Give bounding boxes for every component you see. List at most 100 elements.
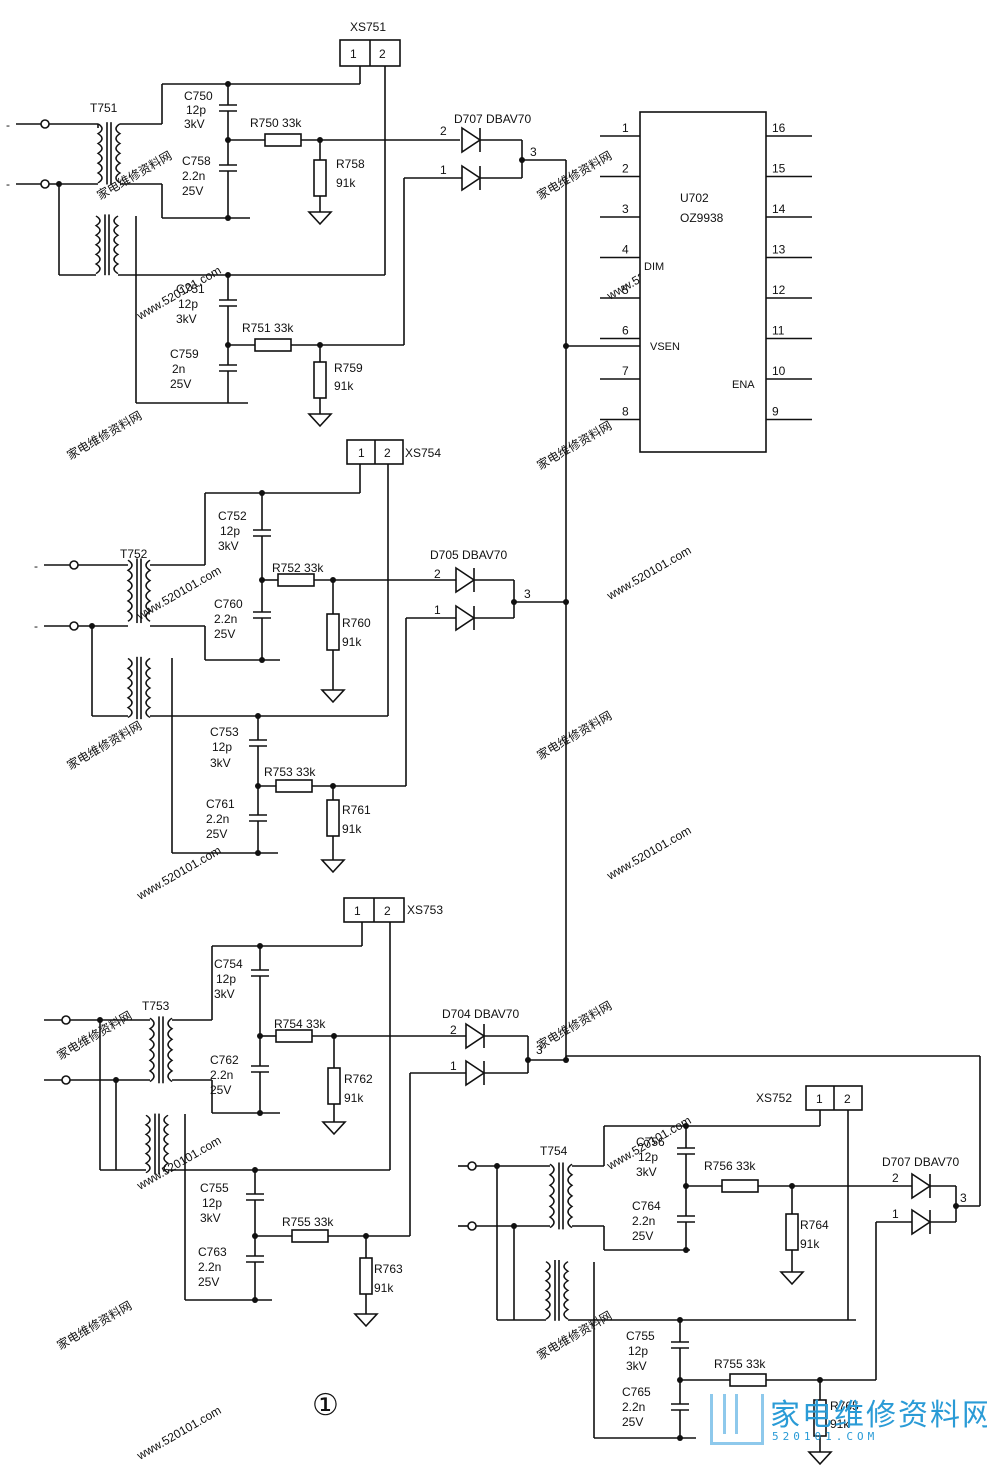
res-r750: R750 33k bbox=[250, 116, 302, 130]
watermark: www.520101.com bbox=[134, 843, 224, 903]
svg-text:2.2n: 2.2n bbox=[632, 1214, 655, 1228]
ic-pin-number: 12 bbox=[772, 283, 786, 297]
watermark: 家电维修资料网 bbox=[534, 708, 614, 763]
cap-c763: C763 bbox=[198, 1245, 227, 1259]
ic-pin-number: 3 bbox=[622, 202, 629, 216]
cap-c755b: C755 bbox=[626, 1329, 655, 1343]
svg-text:91k: 91k bbox=[800, 1237, 820, 1251]
res-r761: R761 bbox=[342, 803, 371, 817]
ic-pin-number: 9 bbox=[772, 405, 779, 419]
input-dash: - bbox=[6, 118, 10, 132]
svg-text:91k: 91k bbox=[336, 176, 356, 190]
watermark: 家电维修资料网 bbox=[64, 408, 144, 463]
cap-c760: C760 bbox=[214, 597, 243, 611]
transformer-label: T754 bbox=[540, 1144, 568, 1158]
diode-d705: D705 DBAV70 bbox=[430, 548, 507, 562]
watermark: 家电维修资料网 bbox=[534, 998, 614, 1053]
res-r754: R754 33k bbox=[274, 1017, 326, 1031]
ic-pin-number: 6 bbox=[622, 324, 629, 338]
res-r760: R760 bbox=[342, 616, 371, 630]
svg-text:-: - bbox=[34, 619, 38, 633]
svg-text:-: - bbox=[34, 559, 38, 573]
ic-pin-number: 14 bbox=[772, 202, 786, 216]
watermark: 家电维修资料网 bbox=[534, 418, 614, 473]
ic-pin-number: 15 bbox=[772, 162, 786, 176]
svg-text:3kV: 3kV bbox=[184, 117, 205, 131]
svg-text:2: 2 bbox=[379, 47, 386, 61]
ic-part: OZ9938 bbox=[680, 211, 724, 225]
svg-text:2: 2 bbox=[892, 1171, 899, 1185]
logo-url: 520101.COM bbox=[772, 1430, 879, 1443]
input-dash: - bbox=[6, 177, 10, 191]
res-r753: R753 33k bbox=[264, 765, 316, 779]
ic-pin-number: 8 bbox=[622, 405, 629, 419]
ic-u702: U702 OZ9938 DIM VSEN ENA 123456781615141… bbox=[600, 111, 812, 453]
svg-text:1: 1 bbox=[350, 47, 357, 61]
svg-text:25V: 25V bbox=[198, 1275, 219, 1289]
cap-c764: C764 bbox=[632, 1199, 661, 1213]
res-r755: R755 33k bbox=[282, 1215, 334, 1229]
diode-d707b: D707 DBAV70 bbox=[882, 1155, 959, 1169]
cap-c758: C758 bbox=[182, 154, 211, 168]
res-r752: R752 33k bbox=[272, 561, 324, 575]
connector-label: XS751 bbox=[350, 20, 386, 34]
svg-text:91k: 91k bbox=[334, 379, 354, 393]
diode-d704: D704 DBAV70 bbox=[442, 1007, 519, 1021]
svg-text:1: 1 bbox=[892, 1207, 899, 1221]
transformer-label: T752 bbox=[120, 547, 148, 561]
figure-number: ① bbox=[312, 1388, 339, 1423]
svg-text:2n: 2n bbox=[172, 362, 185, 376]
ic-pin-number: 2 bbox=[622, 162, 629, 176]
cap-c761: C761 bbox=[206, 797, 235, 811]
svg-text:1: 1 bbox=[440, 163, 447, 177]
svg-text:2.2n: 2.2n bbox=[206, 812, 229, 826]
svg-text:2: 2 bbox=[434, 567, 441, 581]
transformer-symbol bbox=[95, 213, 119, 277]
svg-text:3kV: 3kV bbox=[626, 1359, 647, 1373]
pin-name: VSEN bbox=[650, 341, 680, 353]
svg-text:1: 1 bbox=[354, 904, 361, 918]
svg-text:12p: 12p bbox=[212, 740, 232, 754]
svg-text:2.2n: 2.2n bbox=[182, 169, 205, 183]
ic-pin-number: 16 bbox=[772, 121, 786, 135]
svg-text:2: 2 bbox=[440, 124, 447, 138]
cap-c750: C750 bbox=[184, 89, 213, 103]
res-r758: R758 bbox=[336, 157, 365, 171]
watermark: www.520101.com bbox=[604, 823, 694, 883]
ic-pin-number: 5 bbox=[622, 283, 629, 297]
svg-text:3kV: 3kV bbox=[214, 987, 235, 1001]
watermark: 家电维修资料网 bbox=[534, 148, 614, 203]
res-r751: R751 33k bbox=[242, 321, 294, 335]
svg-text:3: 3 bbox=[536, 1043, 543, 1057]
res-r756: R756 33k bbox=[704, 1159, 756, 1173]
svg-text:91k: 91k bbox=[374, 1281, 394, 1295]
ic-pin-number: 10 bbox=[772, 364, 786, 378]
pin-name: ENA bbox=[732, 379, 755, 391]
logo-text: 家电维修资料网 bbox=[770, 1398, 987, 1433]
cap-c759: C759 bbox=[170, 347, 199, 361]
cap-c754: C754 bbox=[214, 957, 243, 971]
ic-pin-number: 13 bbox=[772, 243, 786, 257]
res-r763: R763 bbox=[374, 1262, 403, 1276]
svg-text:3: 3 bbox=[524, 587, 531, 601]
svg-text:2: 2 bbox=[450, 1023, 457, 1037]
input-terminal bbox=[40, 179, 50, 189]
svg-text:25V: 25V bbox=[622, 1415, 643, 1429]
res-r762: R762 bbox=[344, 1072, 373, 1086]
transformer-symbol bbox=[97, 121, 121, 186]
ic-pin-number: 1 bbox=[622, 121, 629, 135]
watermark: 家电维修资料网 bbox=[64, 718, 144, 773]
cap-c753: C753 bbox=[210, 725, 239, 739]
svg-text:2.2n: 2.2n bbox=[210, 1068, 233, 1082]
res-r755b: R755 33k bbox=[714, 1357, 766, 1371]
svg-text:2: 2 bbox=[844, 1092, 851, 1106]
svg-text:2.2n: 2.2n bbox=[198, 1260, 221, 1274]
watermark: www.520101.com bbox=[134, 1403, 224, 1463]
logo-icon bbox=[710, 1394, 764, 1445]
site-logo: 家电维修资料网 520101.COM bbox=[710, 1390, 987, 1460]
res-r759: R759 bbox=[334, 361, 363, 375]
svg-text:12p: 12p bbox=[628, 1344, 648, 1358]
svg-text:12p: 12p bbox=[178, 297, 198, 311]
svg-text:2.2n: 2.2n bbox=[622, 1400, 645, 1414]
